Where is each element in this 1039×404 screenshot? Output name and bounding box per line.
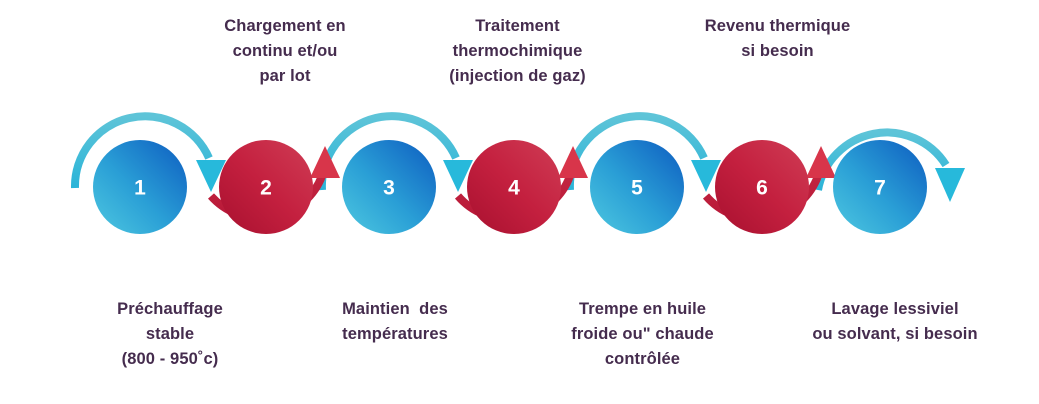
step-number-4: 4 xyxy=(508,177,520,200)
step-number-7: 7 xyxy=(874,177,886,200)
arrow-down-icon-1 xyxy=(196,160,226,192)
arrow-down-icon-3 xyxy=(691,160,721,192)
step-circle-2[interactable]: 2 xyxy=(219,140,313,234)
arrow-up-icon-3 xyxy=(806,146,836,178)
step-number-1: 1 xyxy=(134,177,146,200)
step-circle-6[interactable]: 6 xyxy=(715,140,809,234)
arrow-down-icon-4 xyxy=(935,168,965,202)
step-circle-3[interactable]: 3 xyxy=(342,140,436,234)
step-circle-1[interactable]: 1 xyxy=(93,140,187,234)
arc-cyan-1 xyxy=(70,112,226,192)
step-circle-4[interactable]: 4 xyxy=(467,140,561,234)
step-circle-5[interactable]: 5 xyxy=(590,140,684,234)
label-step6: Revenu thermique si besoin xyxy=(704,17,851,60)
label-step5: Trempe en huile froide ou" chaude contrô… xyxy=(571,300,714,368)
step-circle-7[interactable]: 7 xyxy=(833,140,927,234)
step-number-6: 6 xyxy=(756,177,768,200)
label-step4: Traitement thermochimique (injection de … xyxy=(449,17,586,85)
arrow-up-icon-1 xyxy=(310,146,340,178)
label-step2: Chargement en continu et/ou par lot xyxy=(224,17,346,85)
arrow-up-icon-2 xyxy=(558,146,588,178)
label-step3: Maintien des températures xyxy=(342,300,448,343)
step-number-2: 2 xyxy=(260,177,272,200)
label-step7: Lavage lessiviel ou solvant, si besoin xyxy=(812,300,978,343)
label-step1: Préchauffage stable (800 - 950˚c) xyxy=(117,300,223,368)
arrow-down-icon-2 xyxy=(443,160,473,192)
step-number-3: 3 xyxy=(383,177,395,200)
step-number-5: 5 xyxy=(631,177,643,200)
